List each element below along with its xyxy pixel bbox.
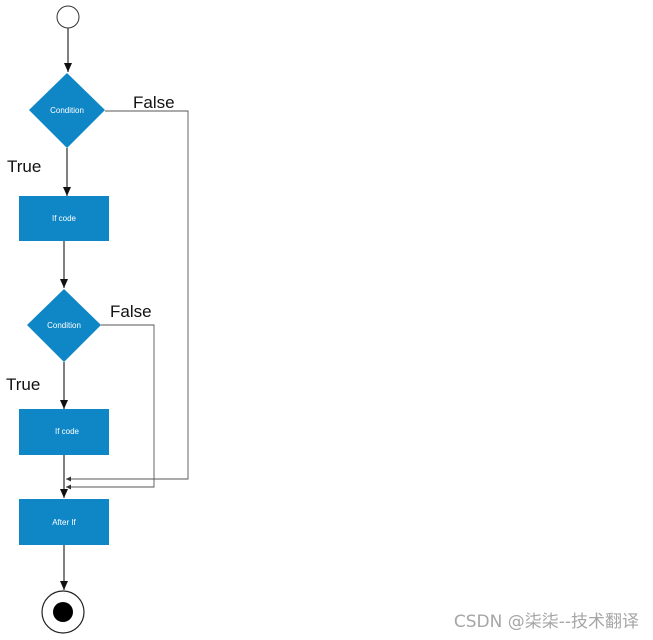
csdn-watermark: CSDN @柒柒--技术翻译 [453, 612, 639, 632]
condition-2-diamond [27, 289, 101, 362]
false-label-1: False [133, 93, 175, 112]
edge-false-1-route [66, 110, 189, 482]
start-node [56, 5, 80, 29]
if-code-1-label: If code [52, 214, 77, 223]
condition-1-label: Condition [50, 106, 84, 115]
true-label-2: True [6, 375, 40, 394]
condition-1-diamond [29, 73, 105, 148]
true-label-1: True [7, 157, 41, 176]
edge-false-2-route [66, 324, 155, 490]
after-if-box [19, 499, 109, 545]
after-if-label: After If [52, 518, 76, 527]
condition-2-label: Condition [47, 321, 81, 330]
if-code-1-box [19, 196, 109, 241]
false-label-2: False [110, 302, 152, 321]
end-node-inner [53, 602, 73, 622]
if-code-2-box [19, 409, 109, 455]
if-code-2-label: If code [55, 427, 80, 436]
